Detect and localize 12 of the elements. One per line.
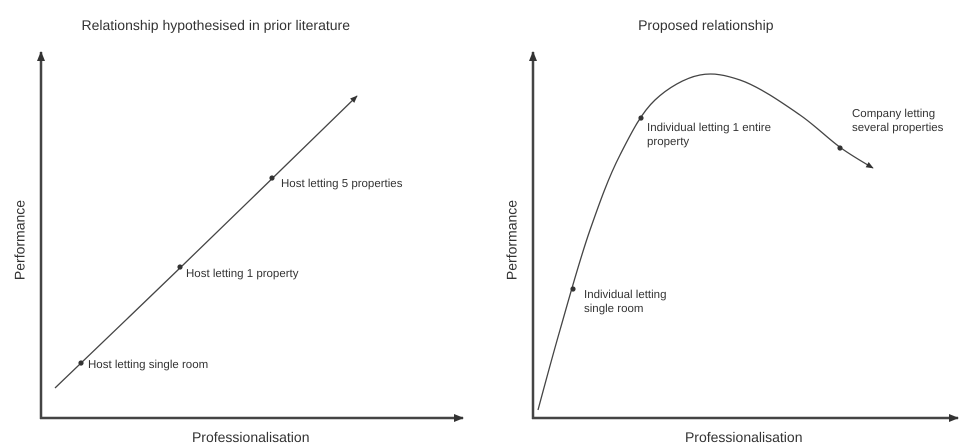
point-label: Individual letting 1 entire property	[647, 121, 772, 150]
axis-label: Professionalisation	[191, 429, 310, 446]
axis-label: Performance	[503, 200, 520, 280]
point-label: Host letting single room	[88, 358, 208, 372]
panel-title: Relationship hypothesised in prior literature	[80, 17, 351, 34]
axis-label: Performance	[11, 200, 28, 280]
point-label: Individual letting single room	[584, 288, 668, 317]
point-label: Host letting 5 properties	[281, 177, 402, 192]
axis-label: Professionalisation	[684, 429, 804, 446]
point-label: Host letting 1 property	[186, 267, 299, 282]
point-label: Company letting several properties	[852, 107, 944, 136]
panel-title: Proposed relationship	[637, 17, 774, 34]
